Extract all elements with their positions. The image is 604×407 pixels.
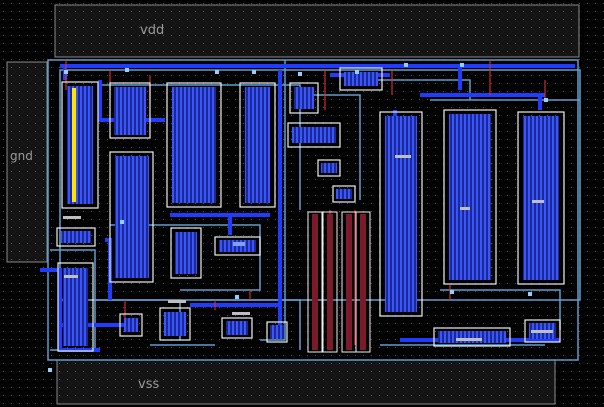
pmos-transistor-4[interactable] bbox=[239, 82, 276, 208]
resistor-array[interactable] bbox=[307, 211, 371, 353]
large-transistor-3[interactable] bbox=[517, 111, 565, 285]
contacts bbox=[48, 63, 548, 372]
bottom-small-device-1[interactable] bbox=[119, 313, 143, 337]
top-right-small-device[interactable] bbox=[339, 67, 383, 91]
vss-label: vss bbox=[138, 377, 159, 392]
bottom-left-transistor[interactable] bbox=[57, 262, 94, 352]
gnd-label: gnd bbox=[10, 149, 33, 163]
vdd-rail[interactable]: vdd bbox=[54, 4, 580, 58]
large-transistor-2[interactable] bbox=[443, 109, 497, 285]
mid-device-3[interactable] bbox=[317, 159, 341, 177]
mid-device-1[interactable] bbox=[289, 82, 319, 114]
mid-device-2[interactable] bbox=[287, 122, 341, 148]
nmos-transistor-2[interactable] bbox=[170, 227, 202, 279]
vdd-label: vdd bbox=[140, 23, 164, 38]
pmos-transistor-2[interactable] bbox=[109, 82, 151, 139]
large-transistor-1[interactable] bbox=[379, 111, 423, 317]
device-labels bbox=[63, 155, 553, 341]
vss-rail[interactable]: vss bbox=[56, 359, 556, 405]
nmos-transistor-1[interactable] bbox=[109, 151, 154, 283]
gnd-rail[interactable]: gnd bbox=[6, 61, 48, 263]
mid-device-4[interactable] bbox=[332, 185, 356, 203]
bottom-small-device-4[interactable] bbox=[266, 321, 288, 343]
left-small-device[interactable] bbox=[56, 227, 96, 247]
pmos-transistor-1[interactable] bbox=[61, 81, 99, 209]
bottom-small-device-3[interactable] bbox=[221, 317, 253, 339]
pmos-transistor-3[interactable] bbox=[166, 82, 222, 208]
bottom-right-device-1[interactable] bbox=[433, 327, 511, 347]
bottom-small-device-2[interactable] bbox=[159, 307, 191, 341]
